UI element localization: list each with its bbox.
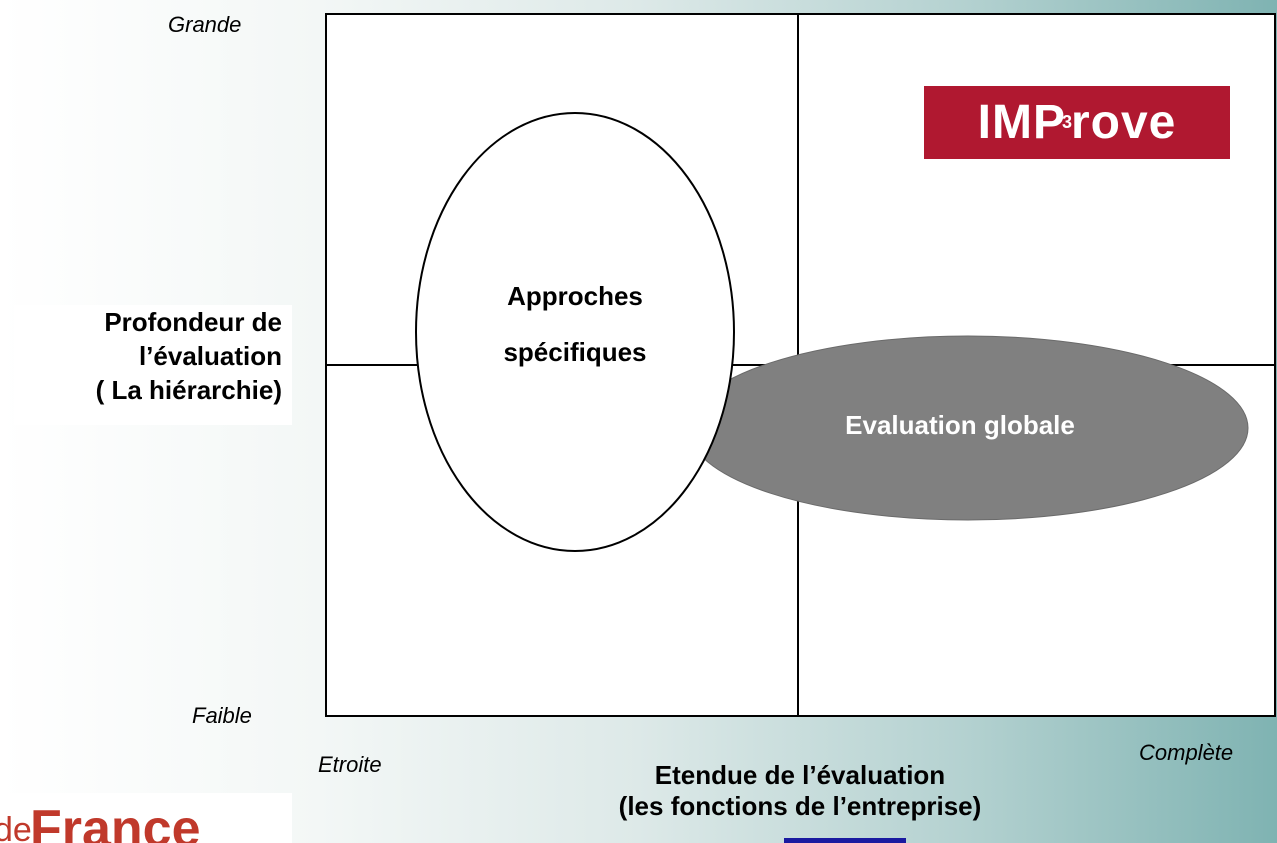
improve-logo-text-end: rove [1070, 96, 1177, 149]
specific-approaches-ellipse [415, 112, 735, 552]
y-axis-title: Profondeur de l’évaluation ( La hiérarch… [14, 305, 292, 425]
improve-logo-text-start: IMP [977, 96, 1066, 149]
specific-approaches-line2: spécifiques [503, 337, 647, 367]
x-axis-title: Etendue de l’évaluation (les fonctions d… [520, 760, 1080, 822]
global-evaluation-label: Evaluation globale [845, 410, 1075, 440]
banque-de-france-logo: de France [0, 793, 292, 843]
y-axis-title-line3: ( La hiérarchie) [95, 375, 282, 405]
bdf-logo-big-text: France [30, 800, 201, 843]
x-axis-title-line1: Etendue de l’évaluation [654, 760, 946, 790]
y-axis-top-label: Grande [168, 12, 242, 37]
y-axis-title-line1: Profondeur de [104, 307, 282, 337]
improve-logo-superscript: 3 [1061, 112, 1073, 132]
x-axis-right-label: Complète [1139, 740, 1234, 765]
y-axis-bottom-label: Faible [192, 703, 252, 728]
bdf-logo-small-text: de [0, 811, 32, 843]
y-axis-title-line2: l’évaluation [138, 341, 282, 371]
x-axis-left-label: Etroite [318, 752, 382, 777]
x-axis-title-line2: (les fonctions de l’entreprise) [618, 791, 982, 821]
blue-accent-bar [784, 838, 906, 843]
specific-approaches-line1: Approches [507, 281, 643, 311]
specific-approaches-label: Approches spécifiques [450, 268, 700, 380]
